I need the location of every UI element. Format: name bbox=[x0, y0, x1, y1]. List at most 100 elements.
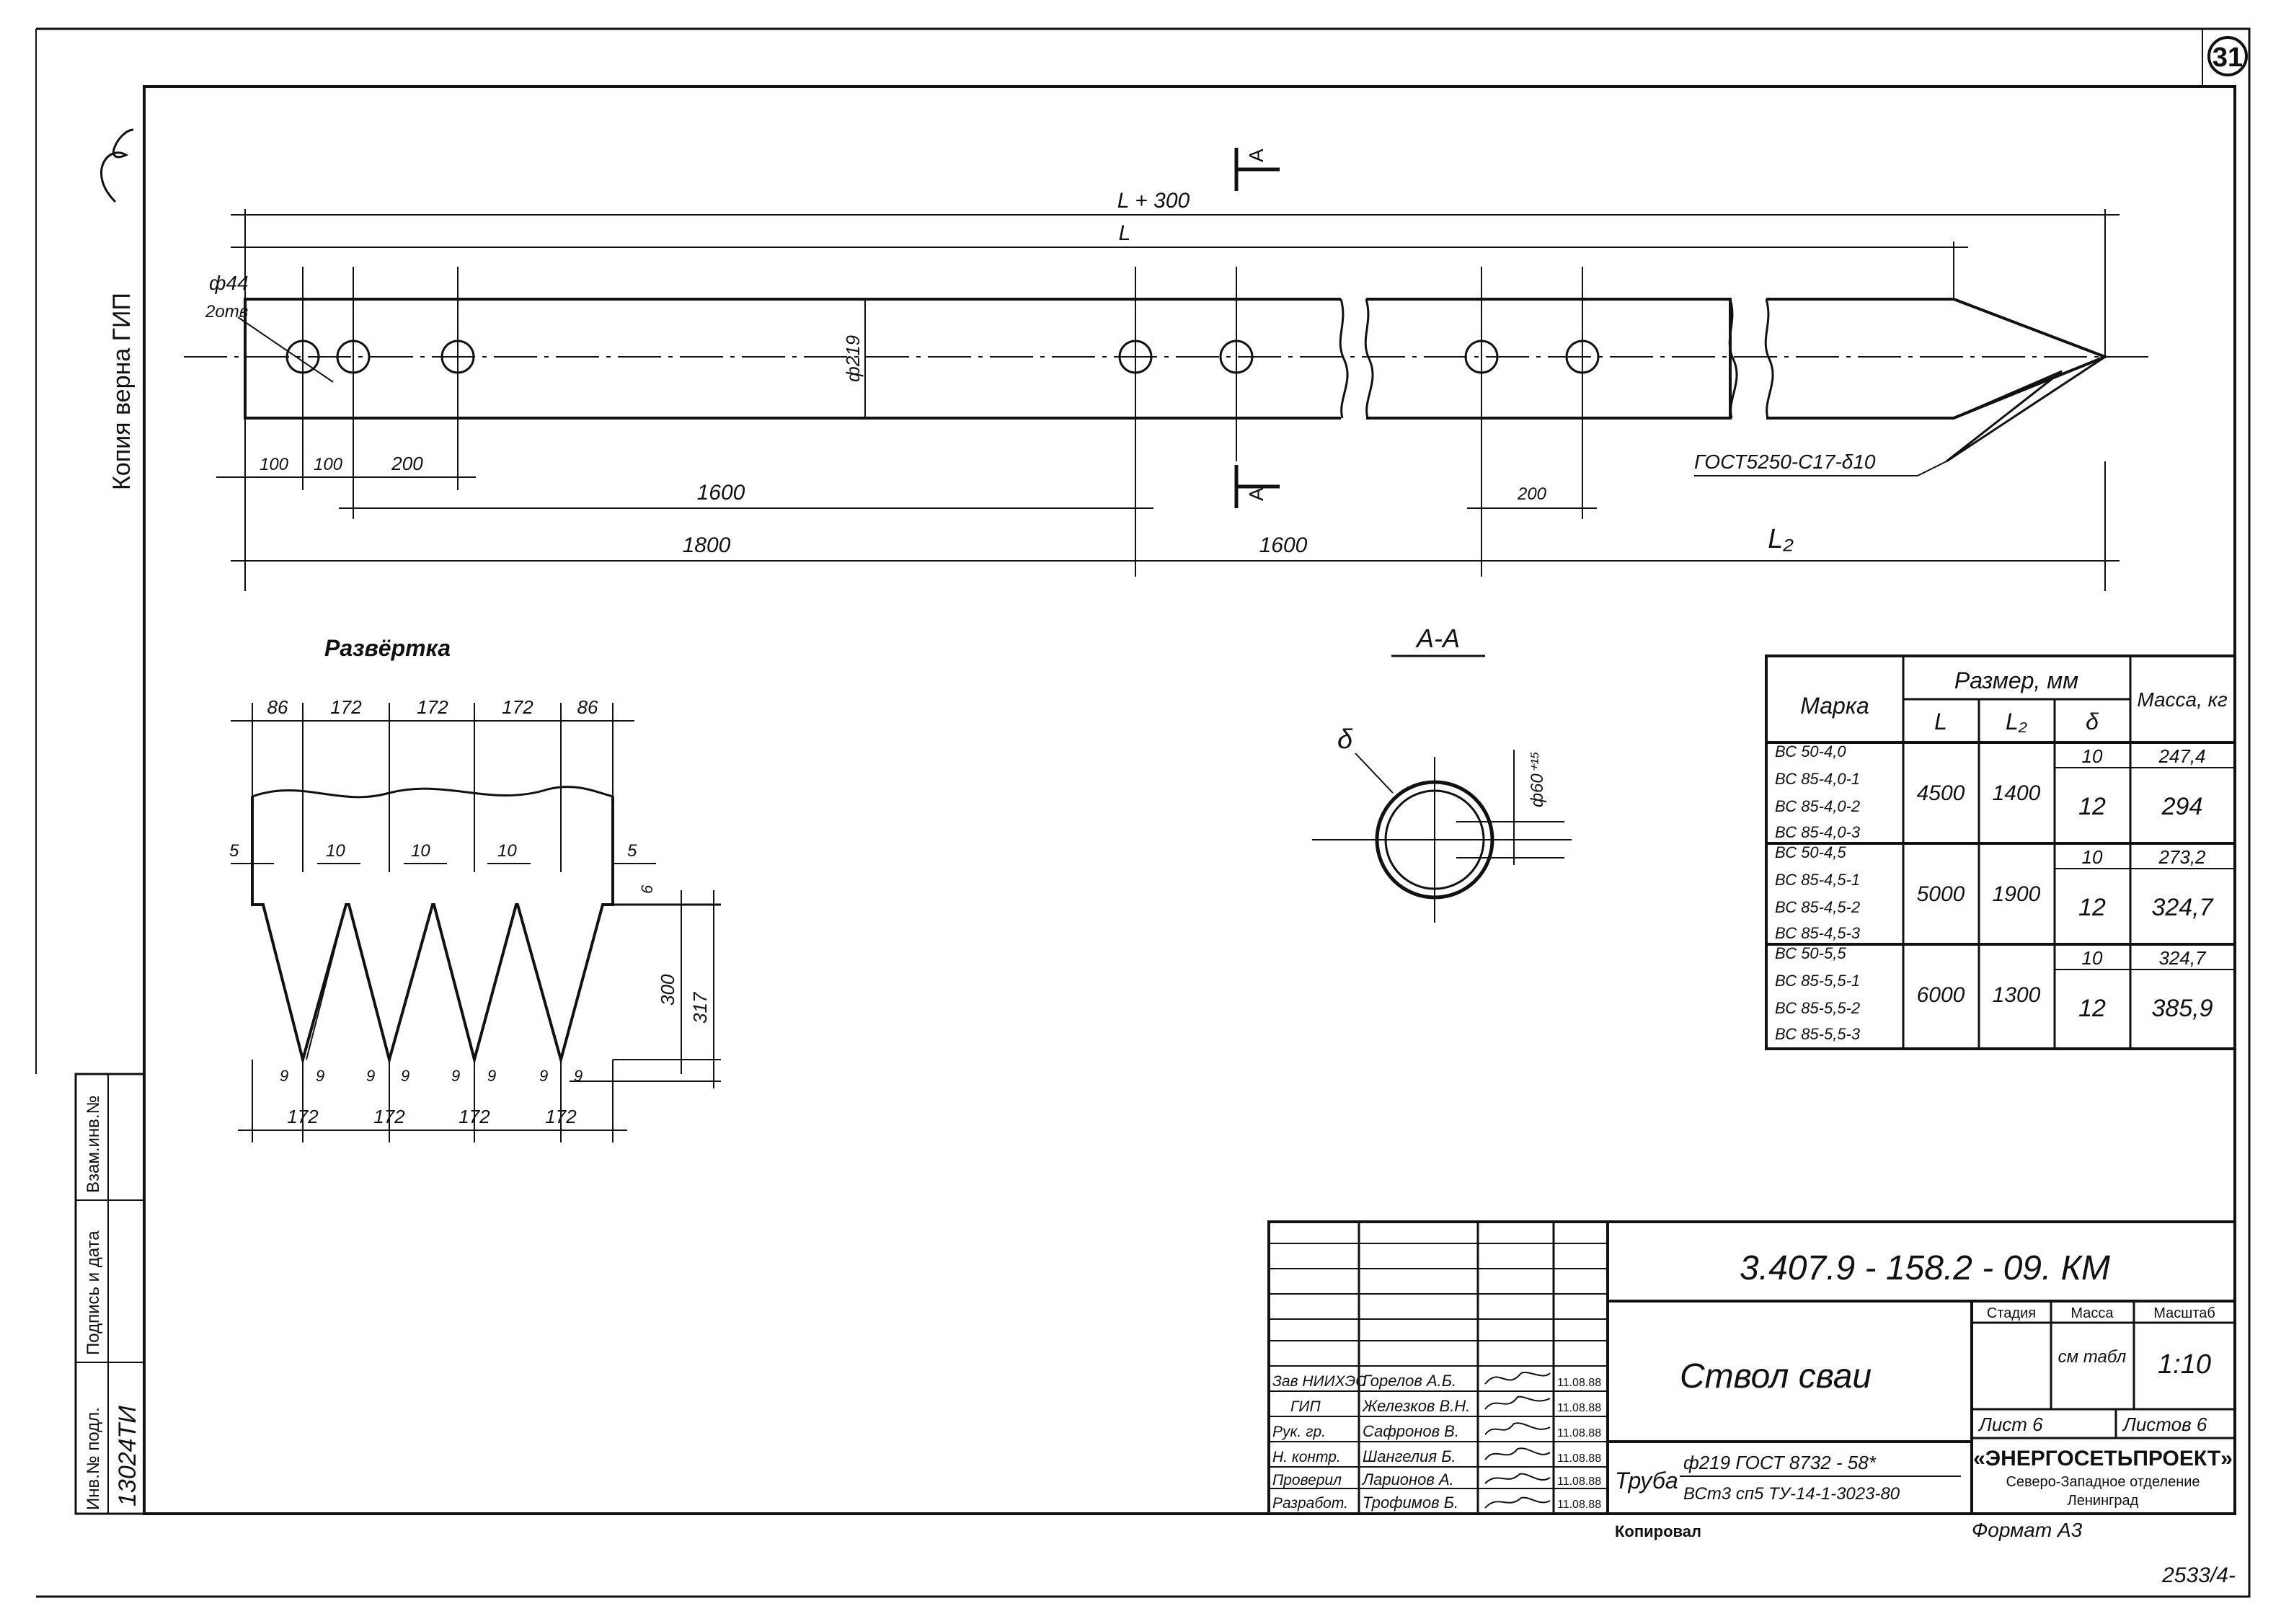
dev-bottom-dim-4: 172 bbox=[545, 1106, 577, 1127]
person-3-name: Сафронов В. bbox=[1363, 1422, 1459, 1440]
hdr-delta: δ bbox=[2086, 709, 2099, 735]
person-1-name: Горелов А.Б. bbox=[1363, 1372, 1456, 1390]
g2-mark-2: ВС 85-4,5-1 bbox=[1775, 871, 1860, 889]
g3-l2: 1300 bbox=[1993, 983, 2041, 1007]
dev-slot-4: 10 bbox=[497, 841, 517, 861]
scale-label: Масштаб bbox=[2153, 1305, 2215, 1321]
drawing-title: Ствол сваи bbox=[1680, 1357, 1872, 1396]
title-block: Зав НИИХЭС Горелов А.Б. 11.08.88 ГИП Жел… bbox=[1267, 1220, 2236, 1541]
dev-slot-1: 5 bbox=[229, 841, 239, 861]
dev-gap-7: 9 bbox=[539, 1067, 548, 1085]
g3-mass-1: 324,7 bbox=[2158, 947, 2207, 969]
bore-label: ф60⁺¹⁵ bbox=[1528, 752, 1547, 808]
doc-code: 3.407.9 - 158.2 - 09. КМ bbox=[1740, 1249, 2110, 1287]
material-label: Труба bbox=[1615, 1468, 1678, 1494]
inv-number-label: Инв.№ подл. bbox=[84, 1407, 103, 1510]
sheet-frame bbox=[35, 27, 2251, 1598]
g3-mark-2: ВС 85-5,5-1 bbox=[1775, 972, 1860, 990]
hdr-mass: Масса, кг bbox=[2137, 688, 2228, 711]
g2-mark-3: ВС 85-4,5-2 bbox=[1775, 898, 1860, 916]
dev-dim-317: 317 bbox=[689, 991, 711, 1024]
g3-delta-1: 10 bbox=[2082, 947, 2103, 969]
person-4-date: 11.08.88 bbox=[1557, 1452, 1601, 1465]
person-6-name: Трофимов Б. bbox=[1363, 1494, 1458, 1512]
bottom-right-code: 2533/4- bbox=[2161, 1563, 2236, 1587]
dev-gap-2: 9 bbox=[316, 1067, 324, 1085]
plate-note: ГОСТ5250-С17-δ10 bbox=[1694, 451, 1876, 473]
hdr-l2: L₂ bbox=[2006, 709, 2027, 735]
g2-mass-2: 324,7 bbox=[2151, 894, 2213, 921]
g1-delta-2: 12 bbox=[2078, 793, 2106, 820]
dim-1600-a: 1600 bbox=[697, 481, 745, 505]
g2-l2: 1900 bbox=[1993, 882, 2041, 906]
dev-top-dim-2: 172 bbox=[330, 696, 362, 718]
g2-delta-2: 12 bbox=[2078, 894, 2106, 921]
g2-mark-1: ВС 50-4,5 bbox=[1775, 843, 1846, 861]
development-title: Развёртка bbox=[324, 635, 451, 661]
sheets-label: Листов 6 bbox=[2122, 1414, 2207, 1435]
copy-verified-note: Копия верна ГИП bbox=[108, 293, 136, 490]
person-1-role: Зав НИИХЭС bbox=[1272, 1373, 1367, 1390]
g3-mass-2: 385,9 bbox=[2151, 995, 2213, 1022]
gip-signature bbox=[100, 128, 134, 203]
dim-length-label: L bbox=[1119, 221, 1131, 245]
person-6-role: Разработ. bbox=[1272, 1495, 1348, 1512]
person-2-name: Железков В.Н. bbox=[1362, 1397, 1470, 1415]
inv-number-value: 13024ТИ bbox=[114, 1406, 141, 1507]
hdr-l: L bbox=[1934, 709, 1947, 735]
dev-top-dim-5: 86 bbox=[577, 696, 598, 718]
svg-text:31: 31 bbox=[2213, 43, 2243, 73]
g1-mark-2: ВС 85-4,0-1 bbox=[1775, 770, 1860, 788]
dev-slot-5: 5 bbox=[627, 841, 637, 861]
dev-bottom-dim-1: 172 bbox=[287, 1106, 319, 1127]
dev-bottom-dim-3: 172 bbox=[459, 1106, 490, 1127]
g3-delta-2: 12 bbox=[2078, 995, 2106, 1022]
g3-mark-3: ВС 85-5,5-2 bbox=[1775, 999, 1860, 1017]
dev-gap-4: 9 bbox=[401, 1067, 409, 1085]
material-line-1: ф219 ГОСТ 8732 - 58* bbox=[1683, 1452, 1877, 1473]
section-mark-top: А bbox=[1245, 148, 1267, 162]
person-3-role: Рук. гр. bbox=[1272, 1424, 1326, 1440]
g2-delta-1: 10 bbox=[2082, 846, 2103, 868]
section-title: А-А bbox=[1415, 624, 1460, 653]
spec-table: Марка Размер, мм Масса, кг L L₂ δ ВС 50-… bbox=[1765, 655, 2236, 1050]
dev-gap-5: 9 bbox=[451, 1067, 460, 1085]
pipe-dia-label: ф219 bbox=[842, 335, 864, 382]
g3-l: 6000 bbox=[1917, 983, 1965, 1007]
mass-value: см табл bbox=[2058, 1347, 2127, 1367]
dev-top-dim-3: 172 bbox=[417, 696, 448, 718]
hole-count-label: 2отв bbox=[205, 302, 248, 321]
material-line-2: ВСт3 сп5 ТУ-14-1-3023-80 bbox=[1683, 1484, 1900, 1504]
org-sub-1: Северо-Западное отделение bbox=[2006, 1474, 2200, 1490]
dev-dim-300: 300 bbox=[657, 974, 678, 1006]
development-view: Развёртка 86 172 172 172 86 5 10 10 10 bbox=[229, 635, 721, 1142]
g1-l2: 1400 bbox=[1993, 781, 2041, 805]
dev-gap-8: 9 bbox=[574, 1067, 583, 1085]
dev-gap-3: 9 bbox=[366, 1067, 375, 1085]
dim-l2: L₂ bbox=[1768, 524, 1794, 554]
hole-dia-label: ф44 bbox=[209, 272, 249, 294]
g2-mass-1: 273,2 bbox=[2158, 846, 2206, 868]
person-3-date: 11.08.88 bbox=[1557, 1427, 1601, 1439]
replace-inv-label: Взам.инв.№ bbox=[84, 1096, 103, 1193]
g1-mark-1: ВС 50-4,0 bbox=[1775, 742, 1846, 760]
dev-bottom-dim-2: 172 bbox=[373, 1106, 405, 1127]
org-sub-2: Ленинград bbox=[2068, 1493, 2139, 1509]
hdr-mark: Марка bbox=[1800, 693, 1869, 719]
dim-100-b: 100 bbox=[314, 455, 343, 474]
mass-label: Масса bbox=[2070, 1305, 2114, 1321]
sign-date-label: Подпись и дата bbox=[84, 1230, 103, 1355]
g1-mass-2: 294 bbox=[2161, 793, 2203, 820]
g3-mark-1: ВС 50-5,5 bbox=[1775, 944, 1846, 962]
dev-top-dim-4: 172 bbox=[502, 696, 533, 718]
g1-l: 4500 bbox=[1917, 781, 1965, 805]
g1-mass-1: 247,4 bbox=[2158, 745, 2205, 767]
dev-gap-6: 9 bbox=[487, 1067, 496, 1085]
person-1-date: 11.08.88 bbox=[1557, 1377, 1601, 1389]
thickness-label: δ bbox=[1337, 724, 1353, 755]
sheet-label: Лист 6 bbox=[1977, 1414, 2043, 1435]
sheet-number-badge: 31 bbox=[2207, 36, 2248, 76]
pile-main-view: ф219 ф44 2отв L + 300 L А А 100 100 200 … bbox=[184, 148, 2148, 591]
org-name: «ЭНЕРГОСЕТЬПРОЕКТ» bbox=[1973, 1447, 2233, 1470]
